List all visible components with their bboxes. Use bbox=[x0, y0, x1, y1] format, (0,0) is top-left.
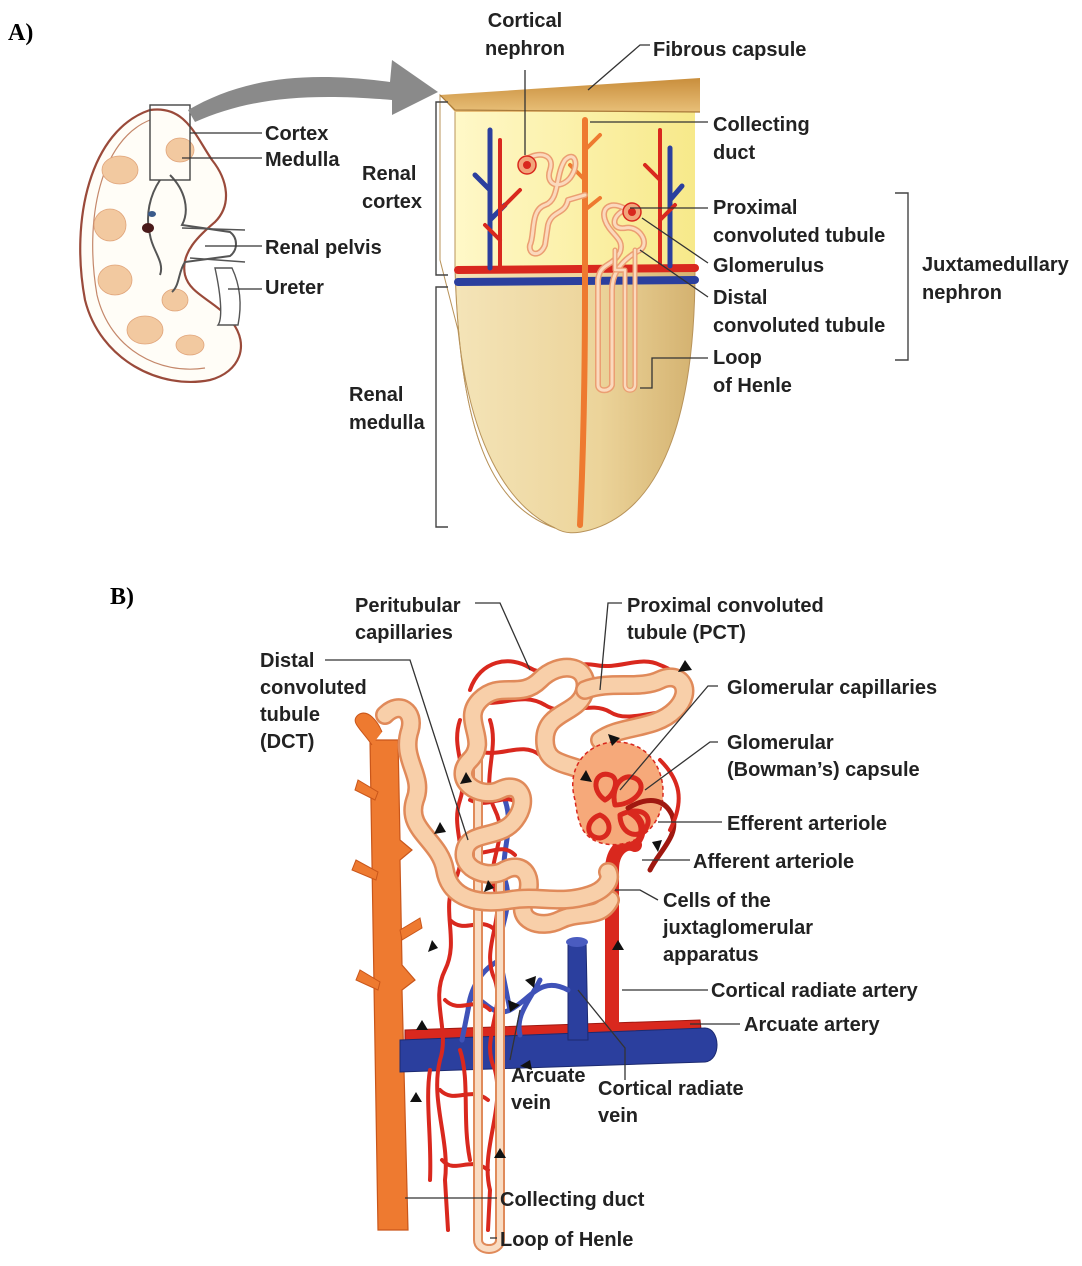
label-glomerulus: Glomerulus bbox=[713, 255, 824, 277]
label-jga-1: Cells of the bbox=[663, 890, 771, 912]
label-afferent-arteriole: Afferent arteriole bbox=[693, 851, 854, 873]
label-b-loop-henle: Loop of Henle bbox=[500, 1229, 633, 1251]
label-collecting-duct-2: duct bbox=[713, 142, 756, 164]
label-cortical-radiate-vein-2: vein bbox=[598, 1105, 638, 1127]
label-pct-2: convoluted tubule bbox=[713, 225, 885, 247]
label-cortex: Cortex bbox=[265, 123, 328, 145]
label-glomerular-capillaries: Glomerular capillaries bbox=[727, 677, 937, 699]
label-cortical-radiate-vein-1: Cortical radiate bbox=[598, 1078, 744, 1100]
label-b-dct-1: Distal bbox=[260, 650, 314, 672]
label-loop-henle-1: Loop bbox=[713, 347, 762, 369]
label-loop-henle-2: of Henle bbox=[713, 375, 792, 397]
panel-a-label: A) bbox=[8, 20, 33, 46]
label-jga-2: juxtaglomerular bbox=[662, 917, 813, 939]
label-pct-1: Proximal bbox=[713, 197, 797, 219]
kidney-cross-section bbox=[80, 105, 245, 382]
label-dct-1: Distal bbox=[713, 287, 767, 309]
label-cortical-nephron-2: nephron bbox=[485, 38, 565, 60]
label-ureter: Ureter bbox=[265, 277, 324, 299]
label-renal-cortex-1: Renal bbox=[362, 163, 416, 185]
svg-text:Glomerular(Bowman’s) capsule: Glomerular (Bowman’s) capsule bbox=[727, 732, 920, 781]
label-renal-pelvis: Renal pelvis bbox=[265, 237, 382, 259]
label-glomerular-capsule-2: (Bowman’s) capsule bbox=[727, 759, 920, 781]
label-glomerular-capsule-1: Glomerular bbox=[727, 732, 834, 754]
label-b-dct-4: (DCT) bbox=[260, 731, 314, 753]
panel-b-label: B) bbox=[110, 584, 134, 610]
label-arcuate-vein-1: Arcuate bbox=[511, 1065, 585, 1087]
zoom-arrow bbox=[188, 60, 438, 122]
label-arcuate-vein-2: vein bbox=[511, 1092, 551, 1114]
label-b-pct-1: Proximal convoluted bbox=[627, 595, 824, 617]
label-b-dct-2: convoluted bbox=[260, 677, 367, 699]
label-fibrous-capsule: Fibrous capsule bbox=[653, 39, 806, 61]
label-peritubular-2: capillaries bbox=[355, 622, 453, 644]
renal-lobe-block bbox=[440, 78, 700, 533]
label-peritubular-1: Peritubular bbox=[355, 595, 461, 617]
label-medulla: Medulla bbox=[265, 149, 340, 171]
label-juxtamedullary-2: nephron bbox=[922, 282, 1002, 304]
renal-medulla-bracket bbox=[436, 287, 448, 527]
label-renal-cortex-2: cortex bbox=[362, 191, 422, 213]
label-juxtamedullary-1: Juxtamedullary bbox=[922, 254, 1070, 276]
label-cortical-nephron-1: Cortical bbox=[488, 10, 562, 32]
label-collecting-duct-1: Collecting bbox=[713, 114, 810, 136]
label-arcuate-artery: Arcuate artery bbox=[744, 1014, 881, 1036]
label-renal-medulla-1: Renal bbox=[349, 384, 403, 406]
label-dct-2: convoluted tubule bbox=[713, 315, 885, 337]
label-b-pct-2: tubule (PCT) bbox=[627, 622, 746, 644]
juxtamedullary-bracket bbox=[895, 193, 908, 360]
label-cortical-radiate-artery: Cortical radiate artery bbox=[711, 980, 919, 1002]
label-efferent-arteriole: Efferent arteriole bbox=[727, 813, 887, 835]
label-b-dct-3: tubule bbox=[260, 704, 320, 726]
label-jga-3: apparatus bbox=[663, 944, 759, 966]
label-b-collecting-duct: Collecting duct bbox=[500, 1189, 645, 1211]
label-renal-medulla-2: medulla bbox=[349, 412, 425, 434]
